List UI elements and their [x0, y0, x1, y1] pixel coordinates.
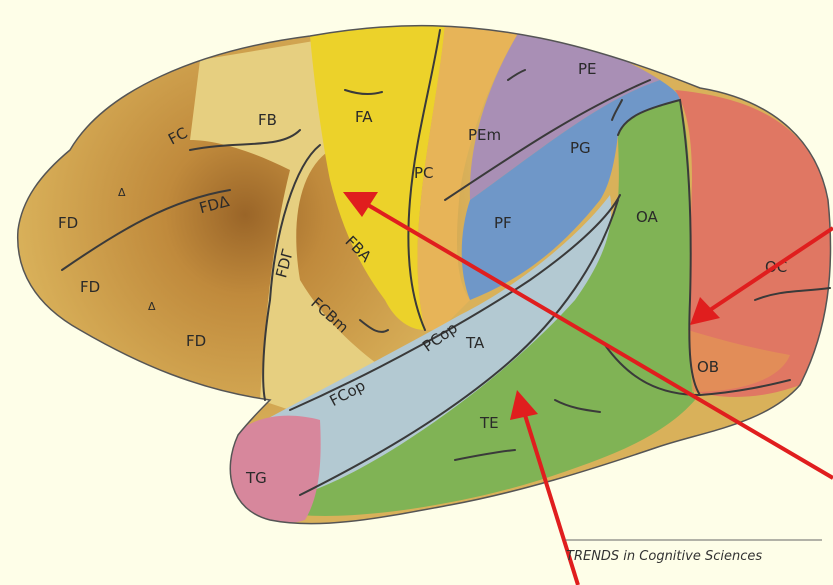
label-fd-middle: FD: [80, 278, 100, 296]
label-delta-1: Δ: [118, 186, 126, 199]
label-fb: FB: [258, 111, 277, 129]
label-te: TE: [479, 414, 499, 432]
credit-text: TRENDS in Cognitive Sciences: [566, 549, 762, 564]
label-delta-2: Δ: [148, 300, 156, 313]
label-pe: PE: [578, 60, 597, 78]
label-ob: OB: [697, 358, 719, 376]
label-oa: OA: [636, 208, 659, 226]
label-tg: TG: [245, 469, 267, 487]
label-ta: TA: [465, 334, 485, 352]
label-pf: PF: [494, 214, 512, 232]
label-fd-lower: FD: [186, 332, 206, 350]
label-pc: PC: [414, 164, 434, 182]
label-fd-upper: FD: [58, 214, 78, 232]
label-pg: PG: [570, 139, 591, 157]
label-pem: PEm: [468, 126, 501, 144]
label-fa: FA: [355, 108, 373, 126]
